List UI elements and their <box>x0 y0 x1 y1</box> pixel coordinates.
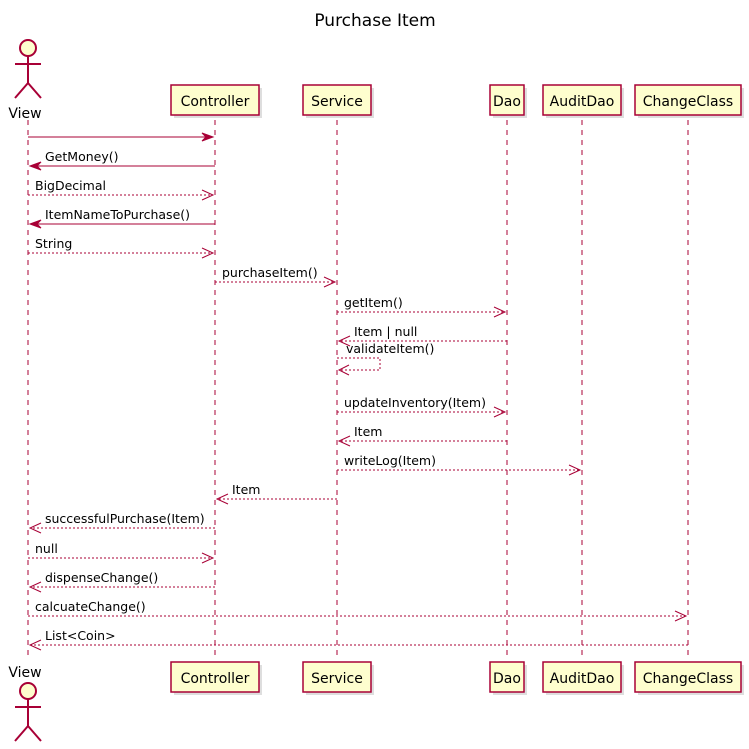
message-label: updateInventory(Item) <box>344 395 486 410</box>
participant-changeclass-top: ChangeClass <box>634 84 744 118</box>
participant-box <box>542 661 622 693</box>
participant-box <box>302 84 372 116</box>
lifelines <box>27 120 689 660</box>
arrowhead-icon <box>28 522 42 534</box>
participant-label: Dao <box>493 671 521 687</box>
participant-label: ChangeClass <box>643 671 733 687</box>
actor-view-bottom: View <box>8 665 42 742</box>
participant-box <box>170 661 260 693</box>
arrowhead-icon <box>337 364 350 376</box>
arrowhead-icon <box>28 581 42 593</box>
message-5: String <box>28 236 215 259</box>
arrowhead-icon <box>201 132 215 142</box>
actor-view-top: View <box>8 39 42 122</box>
actor-icon-legs <box>14 81 42 99</box>
message-2: GetMoney() <box>28 149 215 171</box>
message-label: Item <box>354 424 382 439</box>
participant-label: AuditDao <box>550 671 615 687</box>
message-label: writeLog(Item) <box>344 453 436 468</box>
arrowhead-icon <box>28 219 42 229</box>
message-label: calcuateChange() <box>35 599 146 614</box>
participant-label: Dao <box>493 94 521 110</box>
message-14: successfulPurchase(Item) <box>28 511 215 534</box>
participant-box <box>489 84 525 116</box>
message-15: null <box>28 541 215 564</box>
participant-box <box>542 84 622 116</box>
participants-top: View Controller Service Dao AuditDao ChangeCl… <box>8 39 744 122</box>
message-10: updateInventory(Item) <box>337 395 507 418</box>
participant-dao-bottom: Dao <box>489 661 527 695</box>
arrowhead-icon <box>323 276 337 288</box>
message-4: ItemNameToPurchase() <box>28 207 215 229</box>
participant-dao-top: Dao <box>489 84 527 118</box>
message-label: getItem() <box>344 295 403 310</box>
participant-auditdao-bottom: AuditDao <box>542 661 624 695</box>
arrowhead-icon <box>493 406 507 418</box>
diagram-title: Purchase Item <box>314 11 435 31</box>
message-label: ItemNameToPurchase() <box>45 207 190 222</box>
participant-box <box>489 661 525 693</box>
actor-icon-legs <box>14 724 42 742</box>
arrowhead-icon <box>201 552 215 564</box>
arrowhead-icon <box>201 247 215 259</box>
message-12: writeLog(Item) <box>337 453 582 476</box>
arrowhead-icon <box>568 464 582 476</box>
actor-icon-head <box>19 39 37 57</box>
participant-controller-top: Controller <box>170 84 262 118</box>
message-8: Item | null <box>337 324 507 347</box>
message-18: List<Coin> <box>28 628 688 651</box>
message-11: Item <box>337 424 507 447</box>
message-label: dispenseChange() <box>45 570 158 585</box>
participant-box <box>302 661 372 693</box>
message-line <box>337 357 381 371</box>
participant-service-top: Service <box>302 84 374 118</box>
participant-label: ChangeClass <box>643 94 733 110</box>
arrowhead-icon <box>28 161 42 171</box>
message-label: List<Coin> <box>45 628 116 643</box>
participant-label: AuditDao <box>550 94 615 110</box>
message-label: null <box>35 541 58 556</box>
arrowhead-icon <box>201 189 215 201</box>
message-label: GetMoney() <box>45 149 118 164</box>
arrowhead-icon <box>28 639 42 651</box>
participant-label: Controller <box>181 94 250 110</box>
messages: GetMoney() BigDecimalItemNameToPurchase()… <box>28 132 688 651</box>
arrowhead-icon <box>337 435 351 447</box>
participant-label: View <box>8 106 41 122</box>
message-17: calcuateChange() <box>28 599 688 622</box>
message-label: purchaseItem() <box>222 265 318 280</box>
message-13: Item <box>215 482 337 505</box>
participant-label: Controller <box>181 671 250 687</box>
message-label: successfulPurchase(Item) <box>45 511 205 526</box>
arrowhead-icon <box>215 493 229 505</box>
participant-box <box>170 84 260 116</box>
participant-changeclass-bottom: ChangeClass <box>634 661 744 695</box>
message-label: validateItem() <box>346 341 434 356</box>
arrowhead-icon <box>337 335 351 347</box>
participant-label: Service <box>311 94 363 110</box>
message-9: validateItem() <box>337 341 434 376</box>
participant-auditdao-top: AuditDao <box>542 84 624 118</box>
participant-box <box>634 84 742 116</box>
message-label: String <box>35 236 72 251</box>
message-1 <box>28 132 215 142</box>
message-label: Item | null <box>354 324 417 339</box>
message-6: purchaseItem() <box>215 265 337 288</box>
participant-controller-bottom: Controller <box>170 661 262 695</box>
participant-label: View <box>8 665 41 681</box>
message-16: dispenseChange() <box>28 570 215 593</box>
message-label: Item <box>232 482 260 497</box>
participant-label: Service <box>311 671 363 687</box>
participant-box <box>634 661 742 693</box>
participants-bottom: View Controller Service Dao AuditDao ChangeCl… <box>8 661 744 742</box>
arrowhead-icon <box>674 610 688 622</box>
message-label: BigDecimal <box>35 178 106 193</box>
message-3: BigDecimal <box>28 178 215 201</box>
actor-icon-head <box>19 682 37 700</box>
participant-service-bottom: Service <box>302 661 374 695</box>
arrowhead-icon <box>493 306 507 318</box>
message-7: getItem() <box>337 295 507 318</box>
